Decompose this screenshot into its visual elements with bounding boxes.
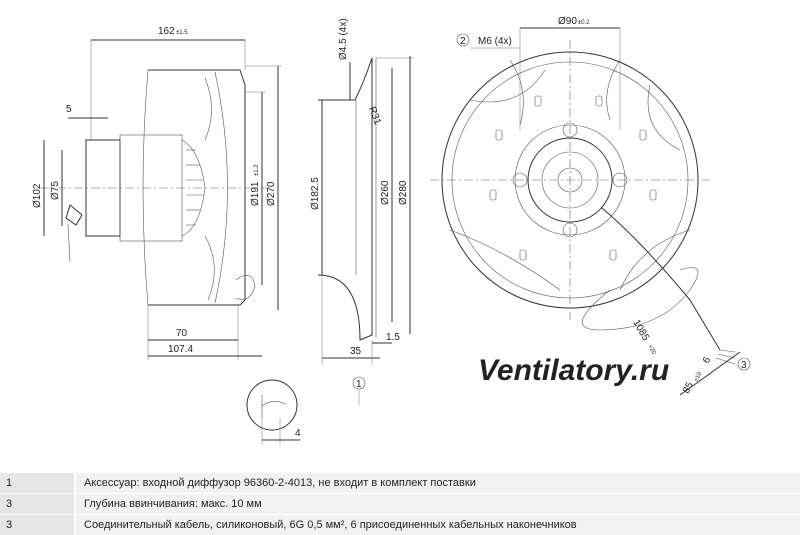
dim-bolt-circle-tol: ±0.2 <box>578 20 590 26</box>
callout-3: 3 <box>741 360 747 371</box>
dim-diam-102: Ø102 <box>32 183 43 208</box>
callout-2: 2 <box>460 36 466 47</box>
dim-diam-75: Ø75 <box>50 181 61 200</box>
dim-flange-offset: 5 <box>66 104 72 115</box>
dim-diam-191-tol: ±1.2 <box>254 164 260 176</box>
note-text: Глубина ввинчивания: макс. 10 мм <box>76 494 800 514</box>
dim-thread: M6 (4x) <box>478 36 512 47</box>
dim-overall-length-tol: ±1.5 <box>176 30 188 36</box>
note-row: 3 Глубина ввинчивания: макс. 10 мм <box>0 493 800 514</box>
dim-cable-length-tol: +20 <box>646 344 657 356</box>
note-row: 1 Аксессуар: входной диффузор 96360-2-40… <box>0 472 800 493</box>
dim-diam-260: Ø260 <box>380 180 391 205</box>
dim-overall-length: 162 <box>158 26 175 37</box>
note-number: 3 <box>0 515 74 535</box>
dim-len-1-5: 1.5 <box>386 332 400 343</box>
note-row: 3 Соединительный кабель, силиконовый, 6G… <box>0 514 800 535</box>
side-view: 162 ±1.5 5 Ø102 Ø75 <box>32 26 301 445</box>
dim-detail-4: 4 <box>295 428 301 439</box>
technical-drawing: 162 ±1.5 5 Ø102 Ø75 <box>32 16 751 445</box>
dim-strip-85-tol: ±10 <box>693 371 703 383</box>
dim-diam-182: Ø182.5 <box>310 177 321 210</box>
dim-strip-85: 85 <box>681 380 696 395</box>
dim-len-35: 35 <box>350 346 362 357</box>
note-text: Аксессуар: входной диффузор 96360-2-4013… <box>76 473 800 493</box>
dim-hole-diam: Ø4.5 (4x) <box>338 18 349 60</box>
dim-diam-280: Ø280 <box>398 180 409 205</box>
section-view: Ø4.5 (4x) R31 Ø182.5 Ø260 Ø280 35 1.5 1 <box>310 18 414 405</box>
watermark-text: Ventilatory.ru <box>478 354 669 387</box>
notes-table: 1 Аксессуар: входной диффузор 96360-2-40… <box>0 472 800 535</box>
dim-len-107: 107.4 <box>168 344 193 355</box>
note-number: 1 <box>0 473 74 493</box>
callout-1: 1 <box>356 379 362 390</box>
dim-strip-6: 6 <box>701 355 714 365</box>
front-view: Ø90 ±0.2 2 M6 (4x) 1085 +20 85 ±10 6 3 <box>430 16 751 395</box>
note-text: Соединительный кабель, силиконовый, 6G 0… <box>76 515 800 535</box>
dim-len-70: 70 <box>176 328 188 339</box>
dim-diam-191: Ø191 <box>250 181 261 206</box>
dim-diam-270: Ø270 <box>266 181 277 206</box>
note-number: 3 <box>0 494 74 514</box>
dim-radius: R31 <box>366 105 383 126</box>
dim-bolt-circle: Ø90 <box>558 16 577 27</box>
